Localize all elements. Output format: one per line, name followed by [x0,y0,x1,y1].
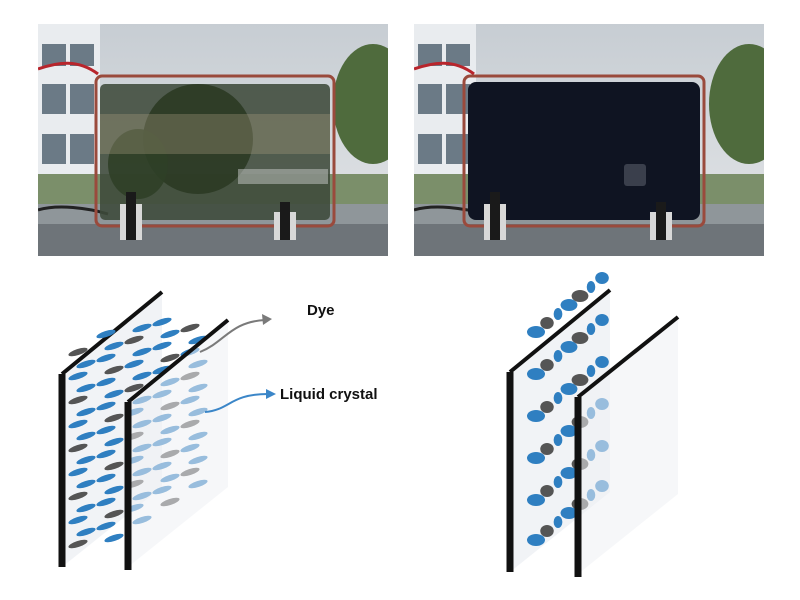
dye-molecule [104,461,124,471]
liquid-crystal-molecule [132,371,152,381]
liquid-crystal-molecule [527,494,545,506]
liquid-crystal-molecule [96,353,116,363]
liquid-crystal-molecule [560,299,578,311]
liquid-crystal-molecule [104,533,124,543]
liquid-crystal-molecule [560,341,578,353]
liquid-crystal-molecule [96,329,116,339]
dye-molecule [124,335,144,345]
liquid-crystal-molecule [96,377,116,387]
liquid-crystal-molecule [96,497,116,507]
liquid-crystal-molecule [527,410,545,422]
dye-molecule [540,359,554,371]
liquid-crystal-molecule [96,473,116,483]
liquid-crystal-molecule [124,359,144,369]
liquid-crystal-molecule [76,359,96,369]
photo-transparent-state [38,24,388,256]
liquid-crystal-molecule [96,521,116,531]
liquid-crystal-molecule [527,368,545,380]
liquid-crystal-molecule [76,407,96,417]
dye-molecule [540,401,554,413]
diagram-dark-state [480,272,720,592]
liquid-crystal-molecule [96,425,116,435]
liquid-crystal-molecule [68,515,88,525]
liquid-crystal-molecule [560,425,578,437]
dye-molecule [540,443,554,455]
dye-molecule [68,443,88,453]
liquid-crystal-molecule [560,507,578,519]
liquid-crystal-molecule [160,329,180,339]
liquid-crystal-molecule [553,516,563,528]
diagram-transparent-state [40,282,420,582]
liquid-crystal-molecule [132,323,152,333]
liquid-crystal-molecule [76,455,96,465]
liquid-crystal-molecule [68,419,88,429]
liquid-crystal-molecule [76,527,96,537]
liquid-crystal-molecule [553,308,563,320]
liquid-crystal-molecule [96,401,116,411]
photo-dark-state [414,24,764,256]
liquid-crystal-molecule [527,534,545,546]
liquid-crystal-molecule [595,272,609,284]
liquid-crystal-molecule [586,281,596,293]
liquid-crystal-molecule [68,371,88,381]
dye-molecule [104,413,124,423]
liquid-crystal-molecule [68,467,88,477]
liquid-crystal-molecule [76,383,96,393]
liquid-crystal-molecule [595,314,609,326]
liquid-crystal-molecule [188,335,208,345]
liquid-crystal-molecule [132,347,152,357]
dye-molecule [68,491,88,501]
liquid-crystal-molecule [76,431,96,441]
liquid-crystal-arrow [204,393,269,413]
liquid-crystal-molecule [152,317,172,327]
front-glass-panel [578,317,678,574]
liquid-crystal-molecule [560,383,578,395]
dye-molecule [124,383,144,393]
dye-molecule [540,317,554,329]
dye-molecule [160,353,180,363]
label-liquid-crystal: Liquid crystal [280,386,378,403]
dye-molecule [571,332,589,344]
dye-molecule [104,509,124,519]
liquid-crystal-molecule [553,434,563,446]
liquid-crystal-molecule [104,485,124,495]
label-dye: Dye [307,302,335,319]
dye-arrow [199,319,266,353]
dye-molecule [68,395,88,405]
liquid-crystal-molecule [527,326,545,338]
liquid-crystal-molecule [104,341,124,351]
dye-molecule [104,365,124,375]
liquid-crystal-molecule [553,350,563,362]
dye-molecule [68,347,88,357]
liquid-crystal-molecule [527,452,545,464]
liquid-crystal-molecule [553,476,563,488]
dye-molecule [571,290,589,302]
dye-molecule [540,485,554,497]
dye-molecule [571,374,589,386]
liquid-crystal-molecule [586,365,596,377]
liquid-crystal-molecule [76,479,96,489]
liquid-crystal-molecule [104,437,124,447]
dye-molecule [68,539,88,549]
liquid-crystal-molecule [104,389,124,399]
liquid-crystal-molecule [96,449,116,459]
dye-molecule [180,323,200,333]
dye-molecule [540,525,554,537]
liquid-crystal-molecule [553,392,563,404]
liquid-crystal-molecule [595,356,609,368]
liquid-crystal-molecule [76,503,96,513]
liquid-crystal-molecule [560,467,578,479]
liquid-crystal-molecule [152,341,172,351]
liquid-crystal-molecule [586,323,596,335]
